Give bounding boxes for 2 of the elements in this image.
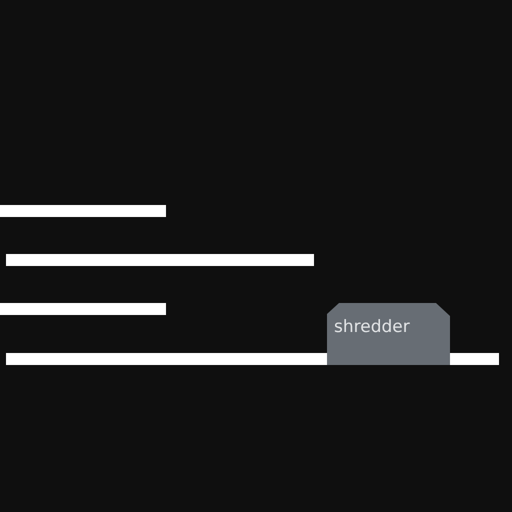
shredder-block — [327, 303, 450, 365]
node-label: shredder — [334, 317, 410, 337]
